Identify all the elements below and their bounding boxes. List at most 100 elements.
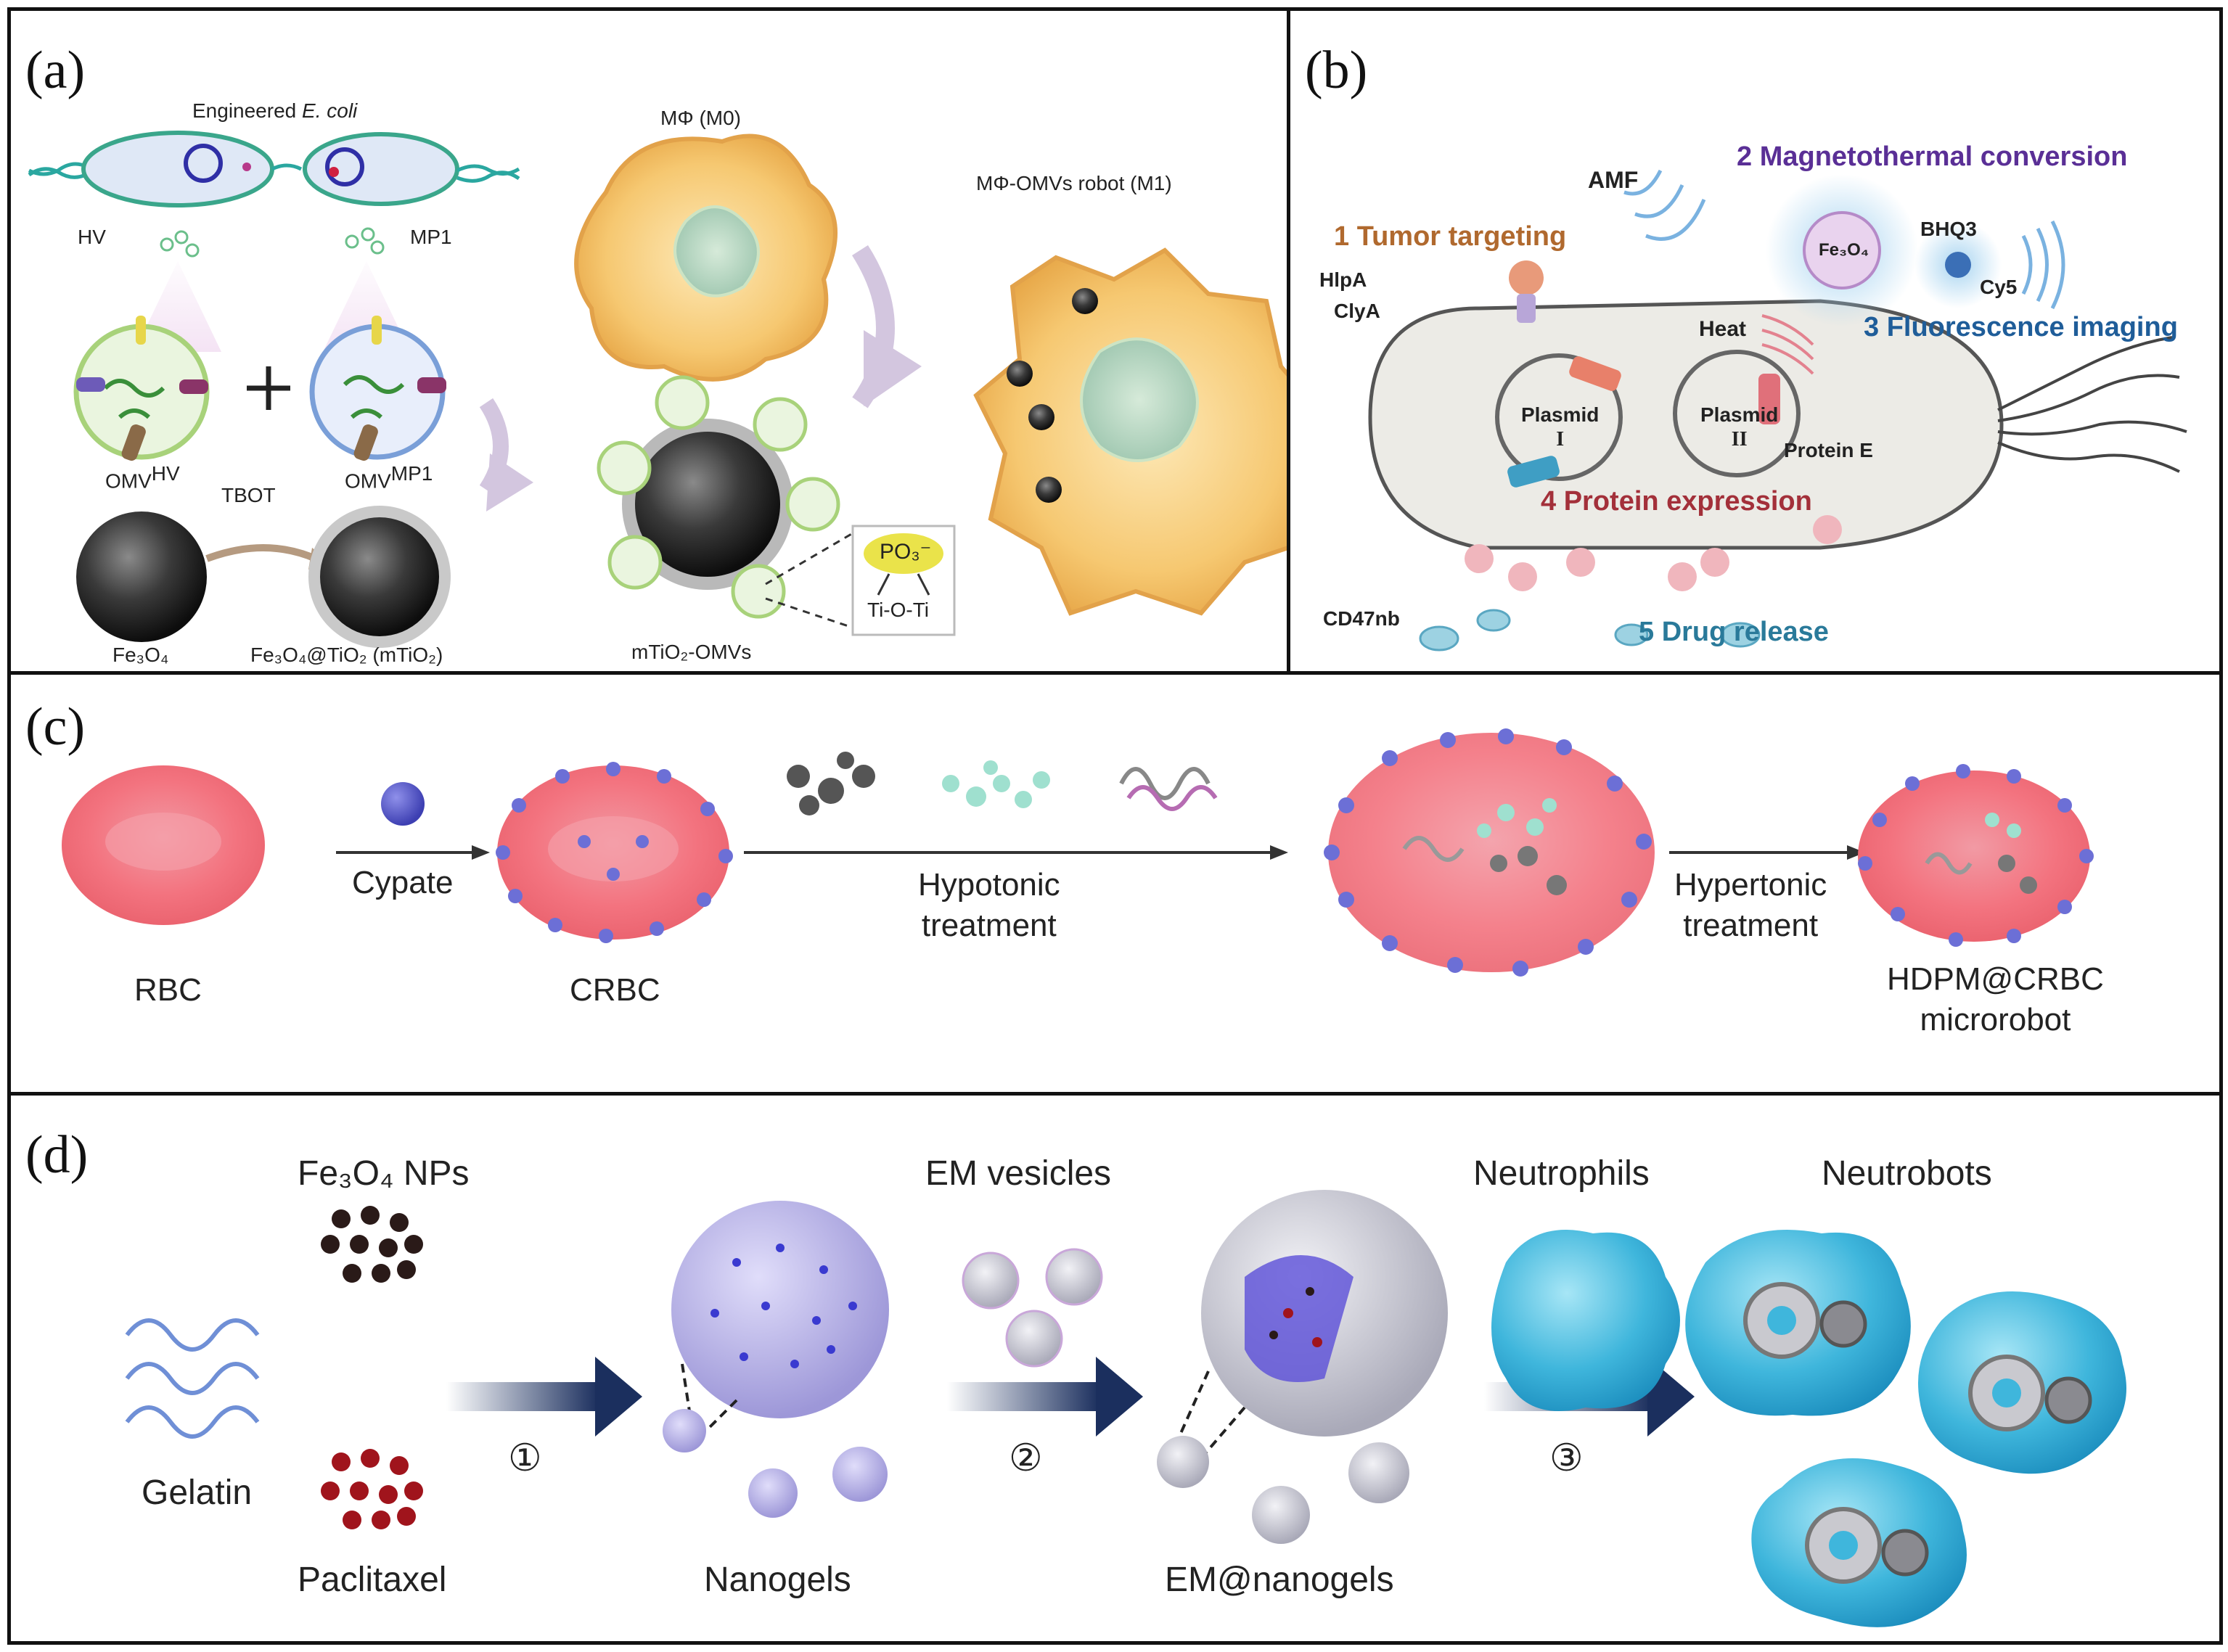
macrophage-m0-icon — [574, 133, 837, 382]
hypertonic-label: Hypertonic treatment — [1674, 865, 1827, 946]
paclitaxel-label: Paclitaxel — [298, 1561, 447, 1599]
plasmid-1-num: I — [1556, 428, 1565, 451]
fe3o4-particle — [76, 511, 207, 642]
amf-label: AMF — [1588, 167, 1639, 193]
engineered-species: E. coli — [302, 99, 358, 122]
fe3o4-np-dots — [321, 1206, 423, 1283]
engineered-ecoli-label: Engineered E. coli — [192, 99, 357, 123]
fe3o4-tio2-label: Fe₃O₄@TiO₂ (mTiO₂) — [250, 644, 443, 666]
neutrophils-label: Neutrophils — [1473, 1154, 1650, 1193]
tioti-label: Ti-O-Ti — [867, 599, 929, 621]
fe3o4-label: Fe₃O₄ — [112, 644, 169, 666]
gelatin-strands-icon — [125, 1318, 260, 1439]
panel-b-illustration — [1368, 169, 2187, 652]
macrophage-robot-m1-icon — [973, 247, 1294, 616]
panel-a: (a) — [7, 7, 1294, 675]
tbot-arrow — [205, 544, 317, 562]
omv-hv-sup: HV — [151, 462, 180, 485]
product-line1: HDPM@CRBC — [1887, 961, 2104, 997]
omv-hv-label: OMVHV — [105, 462, 180, 493]
loaded-cell — [1328, 733, 1655, 972]
panel-d-illustration — [125, 1190, 2126, 1627]
neutrobot-2 — [1918, 1291, 2126, 1474]
mtio2-omvs-complex — [597, 375, 840, 619]
em-vesicles-icon — [962, 1248, 1103, 1368]
fe3o4-label-b: Fe₃O₄ — [1819, 240, 1869, 260]
ecoli-mp1-icon — [303, 132, 520, 206]
hdpm-crbc-microrobot — [1858, 770, 2090, 942]
neutrobot-3 — [1751, 1458, 1967, 1627]
plus-icon — [247, 366, 290, 410]
ecoli-hv-icon — [28, 131, 303, 207]
hypotonic-line1: Hypotonic — [918, 867, 1060, 903]
omv-mp1-icon — [309, 316, 446, 461]
cypate-label: Cypate — [352, 865, 454, 900]
omv-mp1-text: OMV — [345, 469, 391, 493]
plasmid-1-name: Plasmid — [1521, 403, 1600, 426]
panel-c-label: (c) — [25, 697, 86, 757]
em-nanogels-label: EM@nanogels — [1165, 1561, 1394, 1599]
cypate-molecule — [381, 782, 425, 826]
plasmid-2-num: II — [1731, 428, 1748, 451]
panel-a-label: (a) — [25, 41, 86, 100]
neutrophil-cell — [1491, 1230, 1680, 1411]
omv-hv-icon — [73, 316, 210, 461]
engineered-prefix: Engineered — [192, 99, 303, 122]
crbc-label: CRBC — [570, 972, 660, 1008]
step-3-marker: ③ — [1549, 1437, 1584, 1479]
payload-gray-particles — [787, 752, 875, 815]
arrow-step-2 — [1096, 1357, 1143, 1437]
paclitaxel-dots — [321, 1449, 423, 1529]
nanogels-label: Nanogels — [704, 1561, 851, 1599]
neutrobot-1 — [1685, 1230, 1911, 1416]
payload-protein-strand — [1119, 767, 1218, 811]
plasmid-1-ring — [1495, 353, 1623, 481]
step-magnetothermal: 2 Magnetothermal conversion — [1737, 141, 2128, 172]
step-fluorescence: 3 Fluorescence imaging — [1864, 312, 2178, 342]
rbc-label: RBC — [134, 972, 202, 1008]
step-protein-expression: 4 Protein expression — [1541, 486, 1812, 517]
step-tumor-targeting: 1 Tumor targeting — [1334, 221, 1567, 252]
hv-label: HV — [78, 226, 106, 248]
hypertonic-line1: Hypertonic — [1674, 867, 1827, 903]
payload-teal-particles — [942, 760, 1050, 808]
mtio2-omvs-label: mTiO₂-OMVs — [631, 641, 752, 663]
hypertonic-line2: treatment — [1683, 908, 1819, 943]
product-line2: microrobot — [1920, 1002, 2071, 1037]
cy5-label: Cy5 — [1980, 276, 2018, 298]
bhq3-label: BHQ3 — [1920, 218, 1977, 240]
tbot-label: TBOT — [221, 484, 276, 506]
product-label: HDPM@CRBC microrobot — [1887, 959, 2104, 1040]
panel-d: (d) — [7, 1092, 2223, 1645]
hlpa-label: HlpA — [1319, 268, 1367, 291]
fe3o4-nps-label: Fe₃O₄ NPs — [298, 1154, 470, 1193]
omv-hv-text: OMV — [105, 469, 152, 493]
step-2-marker: ② — [1009, 1437, 1043, 1479]
panel-c-illustration — [62, 728, 2094, 977]
plasmid-2-ring — [1673, 350, 1801, 477]
plasmid-2-label: Plasmid II — [1700, 403, 1778, 452]
omv-mp1-sup: MP1 — [390, 462, 433, 485]
heat-label: Heat — [1699, 317, 1747, 341]
nanogel-large — [671, 1201, 889, 1418]
mp1-label: MP1 — [410, 226, 452, 248]
plasmid-1-label: Plasmid I — [1521, 403, 1599, 452]
step-1-marker: ① — [508, 1437, 542, 1479]
po3-label: PO₃⁻ — [880, 540, 932, 564]
plasmid-2-name: Plasmid — [1700, 403, 1779, 426]
cd47nb-label: CD47nb — [1323, 607, 1400, 630]
flagella — [1997, 336, 2187, 473]
omv-mp1-label: OMVMP1 — [345, 462, 433, 493]
hypotonic-line2: treatment — [921, 908, 1057, 943]
m0-label: MΦ (M0) — [660, 107, 741, 129]
panel-a-illustration — [28, 131, 1294, 648]
gelatin-label: Gelatin — [142, 1474, 253, 1512]
panel-c: (c) — [7, 671, 2223, 1096]
crbc-cypate-dots — [496, 762, 733, 943]
clya-label: ClyA — [1334, 300, 1380, 322]
em-vesicles-label: EM vesicles — [925, 1154, 1112, 1193]
hypotonic-label: Hypotonic treatment — [918, 865, 1060, 946]
robot-m1-label: MΦ-OMVs robot (M1) — [976, 172, 1172, 194]
arrow-step-1 — [595, 1357, 642, 1437]
panel-d-label: (d) — [25, 1125, 89, 1185]
